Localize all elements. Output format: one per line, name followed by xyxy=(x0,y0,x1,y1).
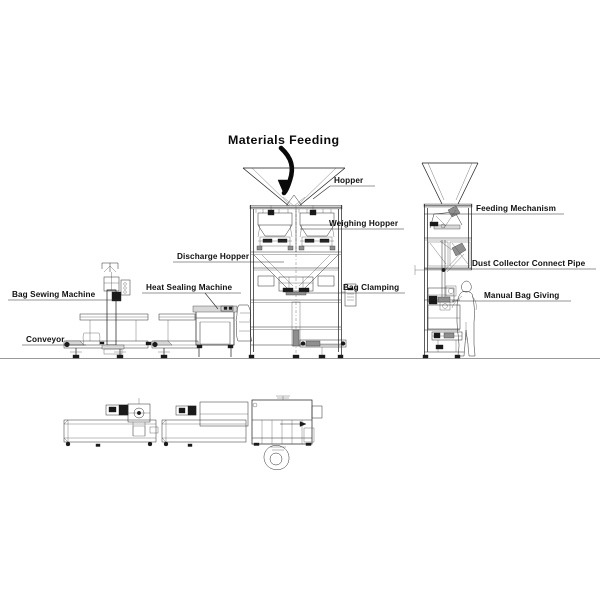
callout-heat-sealing-machine: Heat Sealing Machine xyxy=(142,283,241,310)
callout-bag-clamping-label: Bag Clamping xyxy=(343,283,399,292)
heat-sealing-machine xyxy=(192,305,238,357)
callout-heat-sealing-machine-label: Heat Sealing Machine xyxy=(146,283,233,292)
plan-view xyxy=(63,395,323,470)
callout-conveyor-label: Conveyor xyxy=(26,335,65,344)
materials-feeding-arrow xyxy=(277,145,295,196)
control-panel xyxy=(342,283,357,307)
callout-bag-sewing-machine: Bag Sewing Machine xyxy=(8,290,121,301)
main-machine-elevation xyxy=(242,167,357,359)
callout-dust-collector-connect-pipe: Dust Collector Connect Pipe xyxy=(424,259,596,270)
bag-on-conveyor xyxy=(82,332,101,346)
bag-sewing-machine xyxy=(101,262,131,355)
twin-weighing-hoppers xyxy=(251,205,341,255)
plan-conveyor-2 xyxy=(161,401,249,447)
bag-guide-rails xyxy=(79,313,196,341)
operator-figure xyxy=(451,280,477,357)
tower-feed-hopper xyxy=(421,162,479,205)
callout-feeding-mechanism-label: Feeding Mechanism xyxy=(476,204,556,213)
callout-discharge-hopper-label: Discharge Hopper xyxy=(177,252,250,261)
plan-discharge-outlet xyxy=(263,445,290,470)
main-feed-hopper xyxy=(242,167,346,207)
callout-hopper: Hopper xyxy=(312,176,375,200)
callout-hopper-label: Hopper xyxy=(334,176,364,185)
callout-feeding-mechanism: Feeding Mechanism xyxy=(424,204,564,215)
callout-bag-clamping: Bag Clamping xyxy=(306,283,405,294)
callout-bag-sewing-machine-label: Bag Sewing Machine xyxy=(12,290,96,299)
bag-clamping-device xyxy=(257,275,357,307)
callout-manual-bag-giving: Manual Bag Giving xyxy=(452,291,571,302)
callout-weighing-hopper-label: Weighing Hopper xyxy=(329,219,399,228)
callout-manual-bag-giving-label: Manual Bag Giving xyxy=(484,291,559,300)
weighing-hopper-right xyxy=(298,205,336,251)
tower-top-deck xyxy=(423,203,473,208)
weighing-hopper-left xyxy=(256,205,294,251)
machine-outfeed-conveyor xyxy=(299,339,347,359)
callout-weighing-hopper: Weighing Hopper xyxy=(300,219,404,230)
callout-discharge-hopper: Discharge Hopper xyxy=(173,252,284,263)
plan-bag-sewing-machine xyxy=(105,398,151,437)
plan-conveyor-1 xyxy=(63,398,159,447)
page-title: Materials Feeding xyxy=(228,133,339,147)
main-frame-lower-members xyxy=(248,299,344,359)
callout-conveyor: Conveyor xyxy=(22,335,86,346)
manual-bag-giving-station xyxy=(427,285,463,352)
callout-dust-collector-connect-pipe-label: Dust Collector Connect Pipe xyxy=(472,259,586,268)
plan-main-machine-footprint xyxy=(251,395,323,470)
left-conveyor-line-elevation xyxy=(63,262,253,359)
filled-bag-silhouette xyxy=(235,304,253,342)
discharge-hopper xyxy=(253,254,339,294)
belt-conveyor-2 xyxy=(145,340,199,359)
